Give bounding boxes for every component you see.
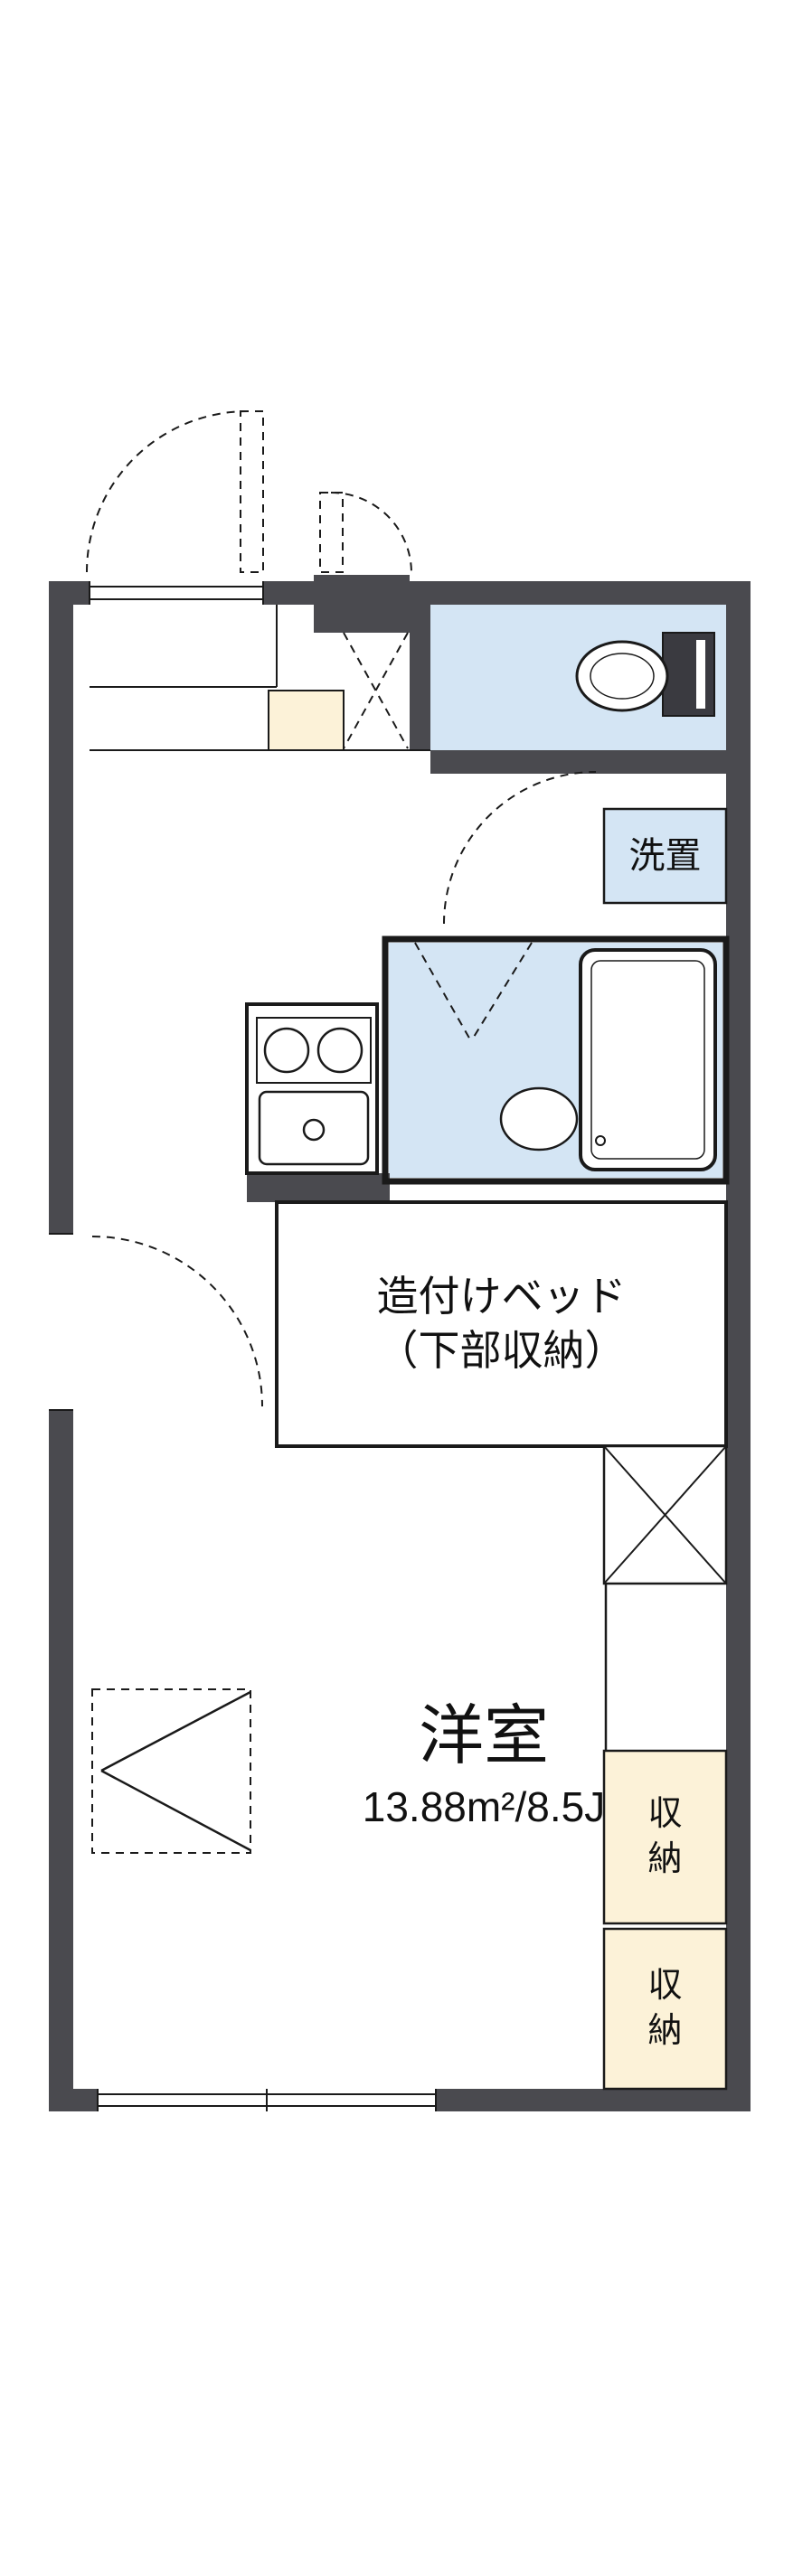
bottom-wall-left [49, 2089, 98, 2111]
bathroom-folding-door [470, 942, 533, 1042]
toilet-icon [575, 632, 715, 717]
toilet-bowl [575, 640, 669, 712]
storage-closet-top [602, 1749, 728, 1925]
openings [49, 581, 437, 2111]
storage-bottom-text: 収納 [647, 1967, 683, 2050]
window-symbol-triangle [100, 1769, 251, 1852]
washroom-door-arc [443, 771, 597, 925]
sink-drain-icon [302, 1118, 326, 1142]
washer-space [602, 807, 728, 905]
toilet-door-arc [330, 492, 412, 574]
stove-top [256, 1017, 372, 1084]
toilet-tank-highlight [696, 640, 705, 709]
toilet-bowl-inner [590, 653, 655, 700]
toilet-door-leaf [319, 492, 344, 573]
entry-closet-cross [343, 632, 409, 749]
entrance-door-arc [86, 410, 249, 573]
bottom-wall-right [436, 2089, 751, 2111]
room-name: 洋室 [418, 1700, 549, 1772]
below-kitchen-wall [247, 1173, 390, 1202]
storage-bottom-label: 収納 [604, 1929, 726, 2089]
toilet-tank [662, 632, 715, 717]
top-wall-left [49, 581, 90, 605]
storage-top-text: 収納 [647, 1795, 683, 1878]
bathroom-wall-outline [382, 935, 730, 1185]
entry-wall-stub [314, 575, 410, 633]
window-symbol-outline [91, 1688, 251, 1854]
storage-top-label: 収納 [604, 1751, 726, 1923]
fixtures [245, 632, 730, 2091]
entry-closet-cross [343, 632, 409, 749]
stove-burner-icon [263, 1027, 310, 1074]
diagonal-box [602, 1444, 728, 1585]
window-symbol-triangle [100, 1690, 251, 1772]
bathroom [382, 935, 730, 1185]
left-wall-upper [49, 581, 73, 1234]
doors [86, 410, 597, 1854]
room-size: 13.88m²/8.5J [362, 1782, 606, 1830]
entrance-door-leaf [240, 410, 264, 573]
bathtub-icon [579, 948, 717, 1171]
storage-closet-bottom [602, 1927, 728, 2091]
left-wall-lower [49, 1410, 73, 2111]
toilet-left-wall [410, 581, 430, 750]
wash-basin-icon [499, 1086, 579, 1152]
bathtub-inner-line [590, 960, 705, 1160]
built-in-bed-label: 造付けベッド （下部収納） [376, 1273, 627, 1374]
below-toilet-wall [430, 750, 751, 774]
bathroom-folding-door [414, 942, 472, 1042]
built-in-bed-outline [275, 1200, 728, 1448]
washer-label: 洗置 [628, 836, 702, 876]
stove-burner-icon [316, 1027, 364, 1074]
room-door-arc [91, 1236, 263, 1407]
diagonal-line [603, 1445, 727, 1584]
bathtub-drain [595, 1135, 606, 1146]
main-room-label: 洋室 13.88m²/8.5J [167, 1699, 800, 1831]
shoe-cabinet [268, 690, 345, 751]
kitchen-unit [245, 1002, 379, 1175]
right-wall [726, 581, 751, 2111]
walls [49, 575, 751, 2111]
